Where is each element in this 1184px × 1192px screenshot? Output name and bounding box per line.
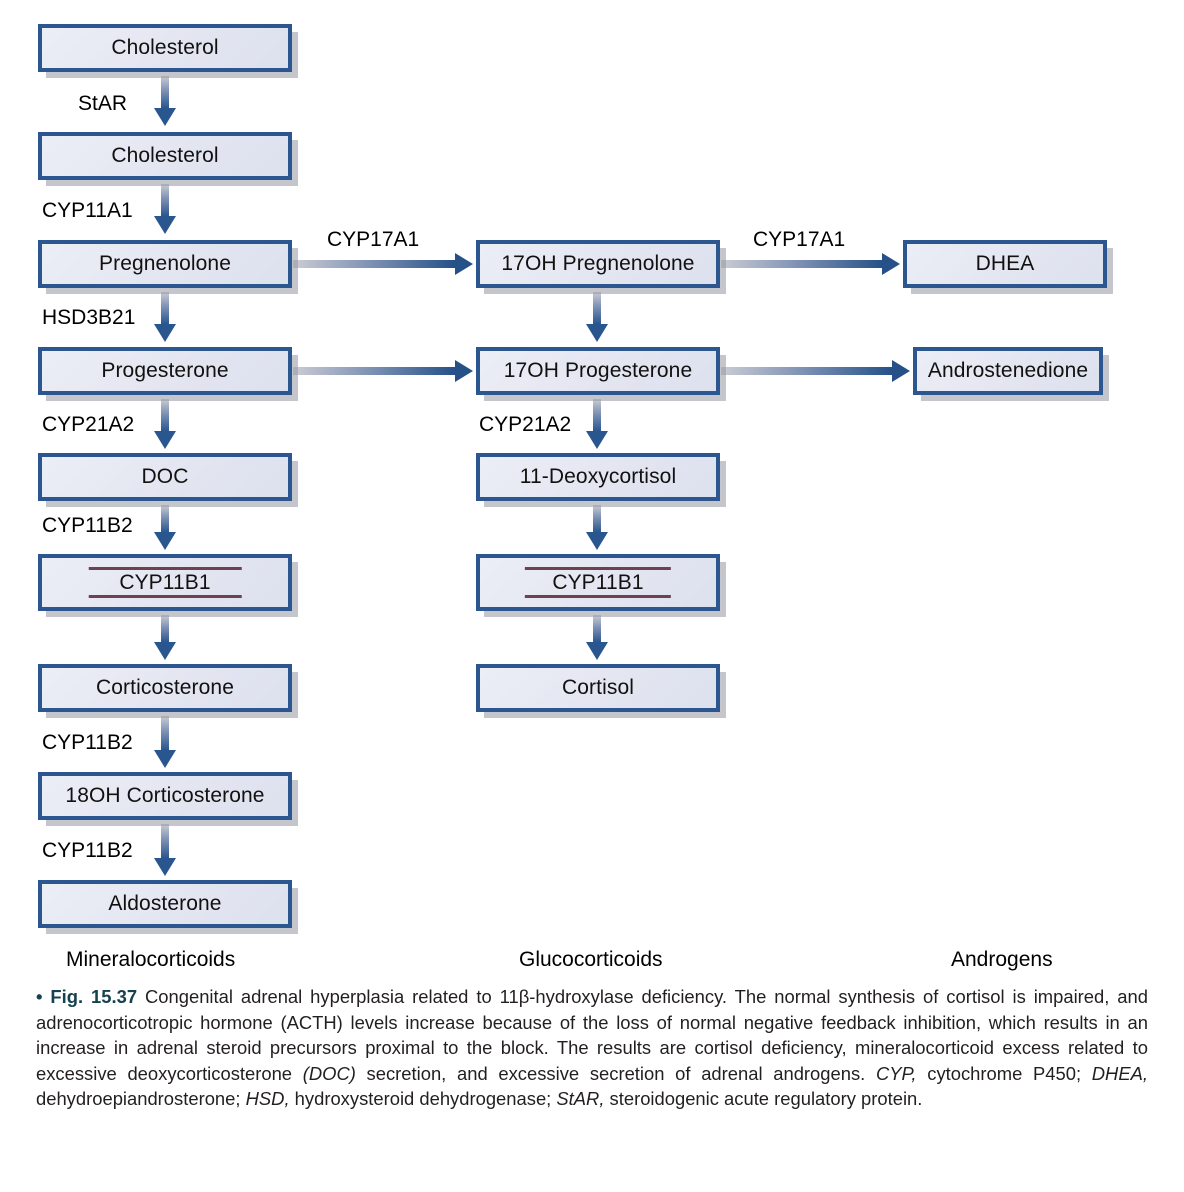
enzyme-block-rule-bottom (88, 595, 242, 598)
arrow-progesterone-to-17ohprog (293, 360, 473, 382)
caption-text: Congenital adrenal hyperplasia related t… (36, 986, 1148, 1084)
caption-text: secretion, and excessive secretion of ad… (355, 1062, 876, 1084)
node-cyp11b1-mineralo[interactable]: CYP11B1 (38, 554, 292, 611)
node-label: 18OH Corticosterone (65, 784, 265, 807)
caption-term: DHEA, (1091, 1062, 1148, 1084)
enzyme-label-cyp21a2-mid: CYP21A2 (479, 413, 572, 436)
arrow-cholesterol-to-pregnenolone (154, 184, 176, 234)
enzyme-label-star: StAR (78, 92, 128, 115)
node-label: 17OH Progesterone (503, 359, 693, 382)
caption-term: HSD, (245, 1088, 290, 1109)
node-label: Cholesterol (111, 144, 219, 167)
node-label: Cholesterol (111, 36, 219, 59)
arrow-17ohprog-to-deoxycortisol (586, 399, 608, 449)
node-label: Aldosterone (108, 892, 222, 915)
node-label: Cortisol (562, 676, 634, 699)
node-17oh-pregnenolone[interactable]: 17OH Pregnenolone (476, 240, 720, 288)
enzyme-block-rule-top (88, 567, 242, 570)
enzyme-label-hsd3b21: HSD3B21 (42, 306, 136, 329)
enzyme-label-cyp17a1-top: CYP17A1 (327, 228, 420, 251)
arrow-pregnenolone-to-progesterone (154, 292, 176, 342)
caption-text: hydroxysteroid dehydrogenase; (289, 1088, 557, 1109)
column-caption-androgens: Androgens (951, 948, 1053, 971)
figure-number: Fig. 15.37 (50, 986, 138, 1007)
node-dhea[interactable]: DHEA (903, 240, 1107, 288)
figure-caption: • Fig. 15.37 Congenital adrenal hyperpla… (36, 984, 1148, 1112)
arrow-17ohprog-to-androstenedione (721, 360, 910, 382)
enzyme-block-rule-top (524, 567, 672, 570)
column-caption-glucocorticoids: Glucocorticoids (519, 948, 663, 971)
arrow-cyp11b1-to-cortisol (586, 615, 608, 660)
arrow-progesterone-to-doc (154, 399, 176, 449)
node-18oh-corticosterone[interactable]: 18OH Corticosterone (38, 772, 292, 820)
arrow-17ohpreg-to-17ohprog (586, 292, 608, 342)
enzyme-label-cyp11b2-mid: CYP11B2 (42, 731, 133, 754)
node-cyp11b1-gluco[interactable]: CYP11B1 (476, 554, 720, 611)
arrow-deoxycortisol-to-cyp11b1 (586, 505, 608, 550)
node-label: DHEA (975, 252, 1035, 275)
caption-text: cytochrome P450; (916, 1062, 1092, 1084)
node-pregnenolone[interactable]: Pregnenolone (38, 240, 292, 288)
node-label: DOC (141, 465, 189, 488)
node-androstenedione[interactable]: Androstenedione (913, 347, 1103, 395)
arrow-cholesterol-to-cholesterol (154, 76, 176, 126)
caption-term: CYP, (875, 1062, 917, 1084)
node-doc[interactable]: DOC (38, 453, 292, 501)
enzyme-label-cyp11b2-upper: CYP11B2 (42, 514, 133, 537)
node-label: Corticosterone (96, 676, 234, 699)
node-progesterone[interactable]: Progesterone (38, 347, 292, 395)
arrow-pregnenolone-to-17ohpreg (293, 253, 473, 275)
node-cortisol[interactable]: Cortisol (476, 664, 720, 712)
arrow-doc-to-cyp11b1 (154, 505, 176, 550)
caption-term: (DOC) (302, 1062, 356, 1084)
caption-text: dehydroepiandrosterone; (36, 1088, 246, 1109)
node-label: Pregnenolone (99, 252, 231, 275)
enzyme-block-rule-bottom (524, 595, 672, 598)
node-label: 17OH Pregnenolone (501, 252, 695, 275)
node-cholesterol-inner[interactable]: Cholesterol (38, 132, 292, 180)
node-label: Progesterone (101, 359, 229, 382)
enzyme-label-cyp11b2-lower: CYP11B2 (42, 839, 133, 862)
caption-term: StAR, (556, 1088, 605, 1109)
arrow-18oh-to-aldosterone (154, 824, 176, 876)
node-17oh-progesterone[interactable]: 17OH Progesterone (476, 347, 720, 395)
node-label: Androstenedione (927, 359, 1089, 382)
enzyme-label-cyp17a1-right: CYP17A1 (753, 228, 846, 251)
node-cholesterol-outer[interactable]: Cholesterol (38, 24, 292, 72)
figure-caption-body: Congenital adrenal hyperplasia related t… (36, 986, 1148, 1109)
arrow-17ohpreg-to-dhea (721, 253, 900, 275)
node-label: CYP11B1 (119, 570, 211, 594)
node-corticosterone[interactable]: Corticosterone (38, 664, 292, 712)
arrow-corticosterone-to-18oh (154, 716, 176, 768)
arrow-cyp11b1-to-corticosterone (154, 615, 176, 660)
enzyme-label-cyp11a1: CYP11A1 (42, 199, 133, 222)
enzyme-label-cyp21a2-left: CYP21A2 (42, 413, 135, 436)
caption-bullet: • (36, 986, 43, 1007)
node-label: CYP11B1 (552, 570, 644, 594)
caption-text: steroidogenic acute regulatory protein. (604, 1088, 923, 1109)
node-label: 11-Deoxycortisol (519, 465, 677, 488)
column-caption-mineralocorticoids: Mineralocorticoids (66, 948, 236, 971)
node-11-deoxycortisol[interactable]: 11-Deoxycortisol (476, 453, 720, 501)
node-aldosterone[interactable]: Aldosterone (38, 880, 292, 928)
